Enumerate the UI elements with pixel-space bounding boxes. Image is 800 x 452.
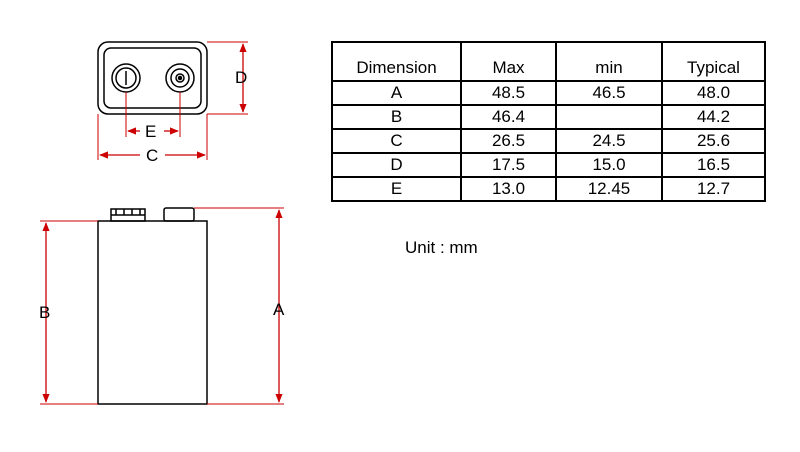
table-row: A 48.5 46.5 48.0: [331, 80, 766, 106]
header-typical: Typical: [661, 41, 766, 82]
cell-max: 48.5: [460, 80, 557, 106]
cell-min: 15.0: [555, 152, 663, 178]
cell-typical: 44.2: [661, 104, 766, 130]
cell-typical: 25.6: [661, 128, 766, 154]
cell-dimension: D: [331, 152, 462, 178]
header-max: Max: [460, 41, 557, 82]
table-row: D 17.5 15.0 16.5: [331, 152, 766, 178]
dimension-table: Dimension Max min Typical A 48.5 46.5 48…: [331, 41, 766, 202]
cell-typical: 12.7: [661, 176, 766, 202]
cell-typical: 16.5: [661, 152, 766, 178]
dimension-b-label: B: [39, 303, 50, 322]
dimension-e-label: E: [145, 122, 156, 141]
table-header-row: Dimension Max min Typical: [331, 41, 766, 82]
table-row: E 13.0 12.45 12.7: [331, 176, 766, 202]
cell-max: 17.5: [460, 152, 557, 178]
top-view: [97, 41, 208, 115]
side-view: [97, 207, 208, 405]
header-min: min: [555, 41, 663, 82]
unit-label: Unit : mm: [405, 238, 478, 257]
cell-min: 12.45: [555, 176, 663, 202]
snap-terminal-right: [163, 207, 195, 222]
dimension-a: [194, 207, 284, 405]
dimension-d: [207, 41, 248, 115]
cell-max: 46.4: [460, 104, 557, 130]
positive-terminal-icon: [165, 63, 195, 93]
cell-min: 24.5: [555, 128, 663, 154]
cell-min: [555, 104, 663, 130]
negative-terminal-icon: [111, 63, 141, 93]
table-row: B 46.4 44.2: [331, 104, 766, 130]
dimension-d-label: D: [235, 68, 247, 87]
table-row: C 26.5 24.5 25.6: [331, 128, 766, 154]
top-view-inner-outline: [103, 47, 202, 109]
cell-dimension: B: [331, 104, 462, 130]
battery-body-outline: [97, 220, 208, 405]
snap-terminal-left: [110, 208, 146, 222]
top-view-outer-outline: [97, 41, 208, 115]
cell-max: 13.0: [460, 176, 557, 202]
cell-typical: 48.0: [661, 80, 766, 106]
dimension-b: [40, 220, 98, 405]
cell-dimension: E: [331, 176, 462, 202]
cell-max: 26.5: [460, 128, 557, 154]
cell-dimension: C: [331, 128, 462, 154]
dimension-c-label: C: [146, 146, 158, 165]
header-dimension: Dimension: [331, 41, 462, 82]
cell-dimension: A: [331, 80, 462, 106]
dimension-c: [97, 114, 208, 160]
cell-min: 46.5: [555, 80, 663, 106]
dimension-e: [125, 92, 181, 137]
dimension-a-label: A: [273, 300, 285, 319]
